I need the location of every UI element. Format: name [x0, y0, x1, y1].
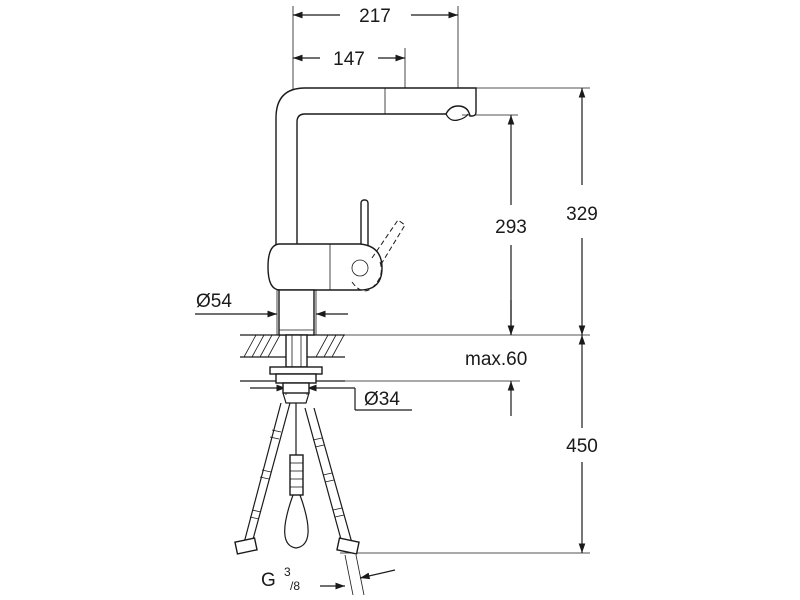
dimension-293: 293: [462, 114, 527, 335]
thread-prefix: G: [261, 570, 276, 591]
supply-hoses: [234, 402, 360, 555]
dim-label-329: 329: [566, 204, 598, 225]
dimension-147: 147: [293, 48, 406, 88]
thread-numerator: 3: [284, 565, 291, 579]
dim-label-dia34: Ø34: [364, 389, 400, 410]
dimension-450: 450: [340, 335, 598, 554]
dimension-dia54: Ø54: [195, 290, 348, 335]
dimension-dia34: Ø34: [250, 355, 412, 411]
dim-label-147: 147: [333, 49, 365, 70]
dim-label-dia54: Ø54: [196, 291, 232, 312]
dim-label-450: 450: [566, 436, 598, 457]
faucet-body: [267, 87, 477, 404]
dimension-max60: max.60: [345, 300, 527, 416]
dimension-thread: G 3 /8: [261, 554, 396, 596]
dim-label-217: 217: [359, 6, 391, 27]
thread-denominator: /8: [290, 579, 300, 593]
dim-label-293: 293: [495, 217, 527, 238]
dim-label-max60: max.60: [465, 349, 527, 370]
